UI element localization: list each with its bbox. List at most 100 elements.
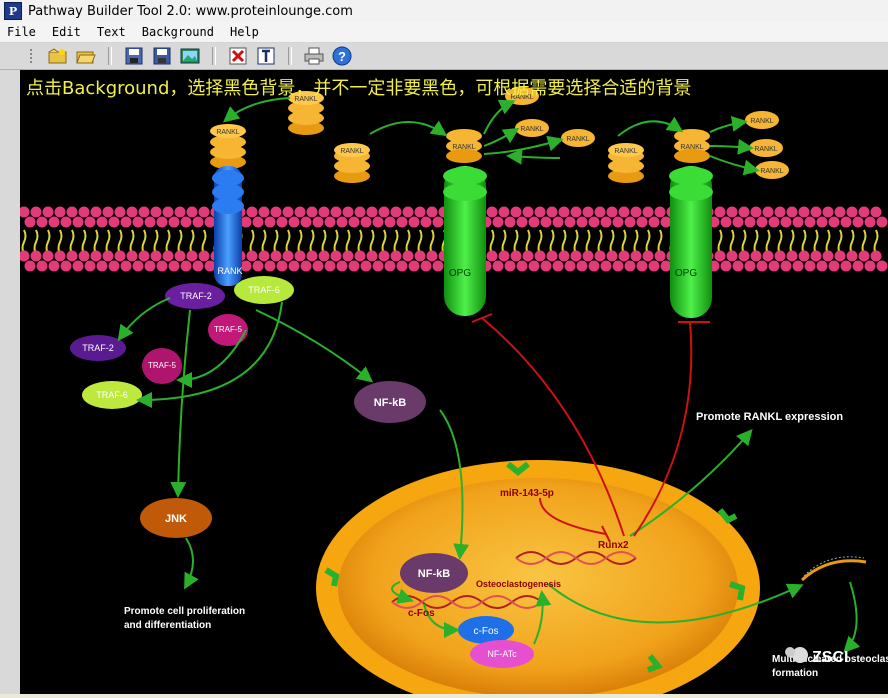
- membrane-bead: [96, 216, 108, 228]
- membrane-bead: [786, 206, 798, 218]
- lipid-tail: [861, 229, 867, 255]
- menu-file[interactable]: File: [7, 25, 36, 39]
- membrane-bead: [618, 206, 630, 218]
- membrane-bead: [174, 250, 186, 262]
- toolbar-grip[interactable]: [30, 49, 38, 63]
- toolbar-separator: [212, 47, 216, 65]
- membrane-bead: [402, 206, 414, 218]
- menu-background[interactable]: Background: [141, 25, 214, 39]
- lipid-tail: [501, 229, 507, 255]
- membrane-bead: [792, 216, 804, 228]
- drawing-canvas[interactable]: RANKL RANKL RANKL RANKL RANKL RANKL RANK…: [18, 70, 888, 698]
- membrane-bead: [258, 206, 270, 218]
- menu-help[interactable]: Help: [229, 25, 259, 39]
- delete-icon[interactable]: [227, 46, 249, 66]
- lipid-tail: [165, 229, 171, 255]
- membrane-bead: [726, 206, 738, 218]
- opg-receptor: RANKL OPG: [669, 129, 713, 318]
- membrane-bead: [108, 216, 120, 228]
- svg-text:NF-kB: NF-kB: [418, 568, 450, 580]
- membrane-bead: [612, 260, 624, 272]
- lipid-tail: [201, 229, 207, 255]
- export-image-icon[interactable]: [179, 46, 201, 66]
- lipid-tail: [381, 229, 387, 255]
- lipid-tail: [105, 229, 111, 255]
- menu-text[interactable]: Text: [96, 25, 126, 39]
- membrane-bead: [852, 216, 864, 228]
- instruction-text: 点击Background，选择黑色背景，并不一定非要黑色，可根据需要选择合适的背…: [26, 78, 692, 99]
- membrane-bead: [354, 250, 366, 262]
- print-icon[interactable]: [303, 46, 325, 66]
- lipid-tail: [609, 229, 615, 255]
- lipid-tail: [873, 229, 879, 255]
- membrane-bead: [204, 260, 216, 272]
- membrane-bead: [36, 216, 48, 228]
- lipid-tail: [489, 229, 495, 255]
- membrane-bead: [132, 216, 144, 228]
- help-icon[interactable]: ?: [331, 46, 353, 66]
- membrane-bead: [312, 260, 324, 272]
- membrane-bead: [858, 250, 870, 262]
- membrane-bead: [270, 250, 282, 262]
- open-folder-icon[interactable]: [75, 46, 97, 66]
- lipid-tail: [45, 229, 51, 255]
- lipid-tail: [633, 229, 639, 255]
- membrane-bead: [102, 206, 114, 218]
- membrane-bead: [402, 250, 414, 262]
- lipid-tail: [21, 229, 27, 255]
- lipid-tail: [369, 229, 375, 255]
- svg-text:TRAF-5: TRAF-5: [148, 361, 177, 370]
- membrane-bead: [240, 260, 252, 272]
- membrane-bead: [138, 250, 150, 262]
- membrane-bead: [588, 260, 600, 272]
- membrane-bead: [654, 250, 666, 262]
- membrane-bead: [168, 216, 180, 228]
- menu-edit[interactable]: Edit: [51, 25, 81, 39]
- membrane-bead: [192, 216, 204, 228]
- membrane-bead: [282, 206, 294, 218]
- membrane-bead: [48, 260, 60, 272]
- new-star-folder-icon[interactable]: [47, 46, 69, 66]
- opg-label: OPG: [675, 268, 697, 279]
- membrane-bead: [588, 216, 600, 228]
- svg-text:RANKL: RANKL: [452, 144, 475, 151]
- membrane-bead: [726, 250, 738, 262]
- membrane-bead: [24, 260, 36, 272]
- mir-label: miR-143-5p: [500, 488, 554, 499]
- osteoclastogenesis-label: Osteoclastogenesis: [476, 579, 561, 589]
- save-icon[interactable]: [123, 46, 145, 66]
- membrane-bead: [258, 250, 270, 262]
- membrane-bead: [750, 206, 762, 218]
- rank-label: RANK: [217, 266, 242, 276]
- membrane-bead: [174, 206, 186, 218]
- lipid-tail: [261, 229, 267, 255]
- membrane-bead: [786, 250, 798, 262]
- lipid-tail: [585, 229, 591, 255]
- membrane-bead: [180, 260, 192, 272]
- save-as-icon[interactable]: [151, 46, 173, 66]
- lipid-tail: [345, 229, 351, 255]
- membrane-bead: [576, 216, 588, 228]
- membrane-bead: [540, 260, 552, 272]
- lipid-tail: [729, 229, 735, 255]
- lipid-tail: [393, 229, 399, 255]
- membrane-bead: [570, 250, 582, 262]
- membrane-bead: [294, 250, 306, 262]
- membrane-bead: [78, 250, 90, 262]
- membrane-bead: [324, 260, 336, 272]
- rankl-label: RANKL: [614, 148, 637, 155]
- membrane-bead: [864, 216, 876, 228]
- membrane-bead: [54, 206, 66, 218]
- lipid-tail: [117, 229, 123, 255]
- membrane-bead: [54, 250, 66, 262]
- membrane-bead: [84, 216, 96, 228]
- membrane-bead: [150, 206, 162, 218]
- membrane-bead: [18, 206, 30, 218]
- nucleus: [316, 460, 760, 698]
- rankl-label: RANKL: [294, 96, 317, 103]
- lipid-tail: [777, 229, 783, 255]
- svg-text:RANKL: RANKL: [680, 144, 703, 151]
- membrane-bead: [534, 206, 546, 218]
- membrane-bead: [102, 250, 114, 262]
- text-icon[interactable]: [255, 46, 277, 66]
